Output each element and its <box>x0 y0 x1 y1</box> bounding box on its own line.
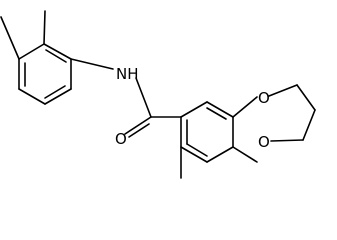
bond <box>18 43 45 60</box>
atom-label-ring-oxygen-bottom: O <box>258 133 270 151</box>
bond <box>232 96 258 118</box>
bond <box>206 101 234 118</box>
bond <box>296 84 316 111</box>
chemical-structure-canvas: NH O O O <box>0 10 316 179</box>
dioxepine-ring <box>232 84 316 163</box>
bond <box>43 10 46 45</box>
dimethylphenyl-ring <box>18 43 72 105</box>
bond <box>44 85 66 99</box>
bond <box>45 49 67 63</box>
bond <box>43 43 72 60</box>
bond <box>18 88 46 105</box>
bond <box>0 16 20 60</box>
atom-label-carbonyl-oxygen: O <box>115 130 127 148</box>
bond <box>70 58 114 70</box>
bond <box>135 77 152 118</box>
atom-label-nh: NH <box>116 65 139 83</box>
bond <box>44 88 72 105</box>
bond <box>186 143 208 157</box>
benzodioxepine-aromatic-ring <box>180 101 234 163</box>
bond <box>268 84 298 97</box>
methyl-groups-left <box>0 10 46 60</box>
bond <box>128 123 150 138</box>
bond <box>180 101 208 118</box>
amide-linker <box>70 58 182 138</box>
bond <box>180 146 208 163</box>
bond <box>302 109 316 141</box>
bond <box>206 107 227 120</box>
bond <box>206 146 234 163</box>
bond <box>270 139 304 142</box>
atom-label-ring-oxygen-top: O <box>258 89 270 107</box>
molecule-diagram: NH O O O <box>0 10 316 179</box>
bond <box>232 146 258 163</box>
bond <box>124 116 152 135</box>
